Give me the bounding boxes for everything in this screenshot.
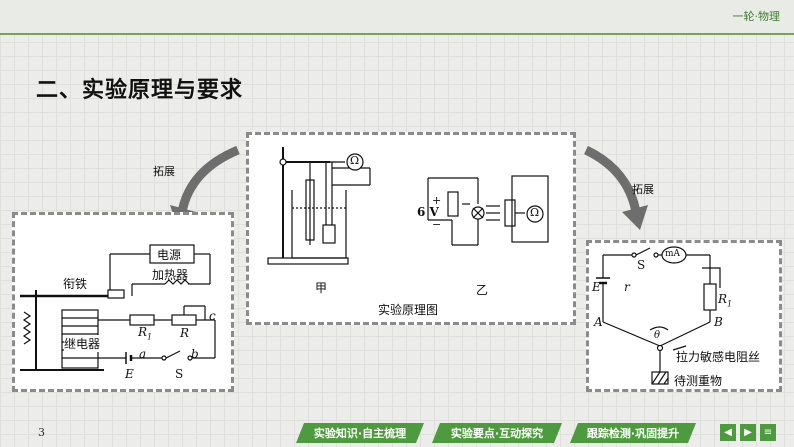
- r-label-right: r: [624, 280, 630, 294]
- e-label: E: [125, 367, 134, 381]
- beaker: [291, 190, 347, 259]
- header-divider: [0, 33, 794, 35]
- prev-icon[interactable]: ◀: [720, 424, 736, 441]
- relay-label: 继电器: [64, 335, 101, 352]
- nav-knowledge-button[interactable]: 实验知识·自主梳理: [296, 423, 424, 443]
- menu-icon[interactable]: ≡: [760, 424, 776, 441]
- thermistor: [322, 224, 336, 244]
- c-label: c: [209, 309, 216, 323]
- heater-label: 加热器: [152, 268, 189, 282]
- weight-label: 待测重物: [674, 374, 723, 388]
- section-title: 二、实验原理与要求: [36, 78, 244, 103]
- armature-label: 衔铁: [63, 277, 88, 291]
- right-arrow-curve: [583, 145, 641, 213]
- right-arrow-head: [622, 205, 648, 230]
- minus-sign: −: [432, 218, 442, 231]
- clamp: [279, 158, 287, 166]
- wire-label: 拉力敏感电阻丝: [676, 350, 761, 364]
- ohmmeter-jia: [346, 153, 364, 171]
- b-label: b: [191, 347, 199, 361]
- heater-resistor: [164, 279, 190, 285]
- a-label-right: A: [594, 315, 603, 329]
- ohm-symbol-jia: Ω: [350, 154, 360, 167]
- left-expand-label: 拓展: [153, 165, 175, 178]
- plus-sign: +: [432, 194, 442, 207]
- power-label: 电源: [157, 248, 182, 262]
- ohmmeter-yi: [526, 205, 544, 223]
- b-label-right: B: [714, 315, 723, 329]
- page-number: 3: [38, 426, 45, 439]
- rheostat: [447, 191, 459, 217]
- right-expand-label: 拓展: [632, 183, 654, 196]
- r1-label-right: R1: [718, 292, 733, 309]
- theta-label: θ: [654, 330, 661, 341]
- center-diagram-box: [246, 132, 576, 325]
- a-label: a: [139, 347, 147, 361]
- label-yi: 乙: [476, 283, 489, 297]
- s-label-right: S: [637, 258, 646, 272]
- r1-label: R1: [138, 325, 153, 342]
- s-label-left: S: [175, 367, 184, 381]
- spring: [22, 311, 32, 345]
- e-label-right: E: [592, 280, 601, 294]
- label-jia: 甲: [315, 281, 328, 295]
- left-arrow-curve: [177, 145, 240, 213]
- header-bar: [0, 0, 794, 34]
- right-diagram-box: [586, 240, 782, 392]
- ohm-symbol-yi: Ω: [530, 206, 540, 219]
- course-label: 一轮·物理: [732, 10, 781, 23]
- contact: [107, 289, 125, 299]
- next-icon[interactable]: ▶: [740, 424, 756, 441]
- photo-box: [511, 175, 549, 243]
- diagram-caption: 实验原理图: [378, 303, 439, 317]
- voltage-label: 6 V: [417, 205, 439, 219]
- r-label: R: [180, 326, 190, 340]
- ma-label: mA: [665, 249, 681, 259]
- thermometer-body: [305, 179, 315, 241]
- resistor-r1-right: [703, 283, 717, 311]
- nav-practice-button[interactable]: 跟踪检测·巩固提升: [570, 423, 696, 443]
- nav-key-points-button[interactable]: 实验要点·互动探究: [432, 423, 562, 443]
- left-diagram-box: [12, 212, 234, 392]
